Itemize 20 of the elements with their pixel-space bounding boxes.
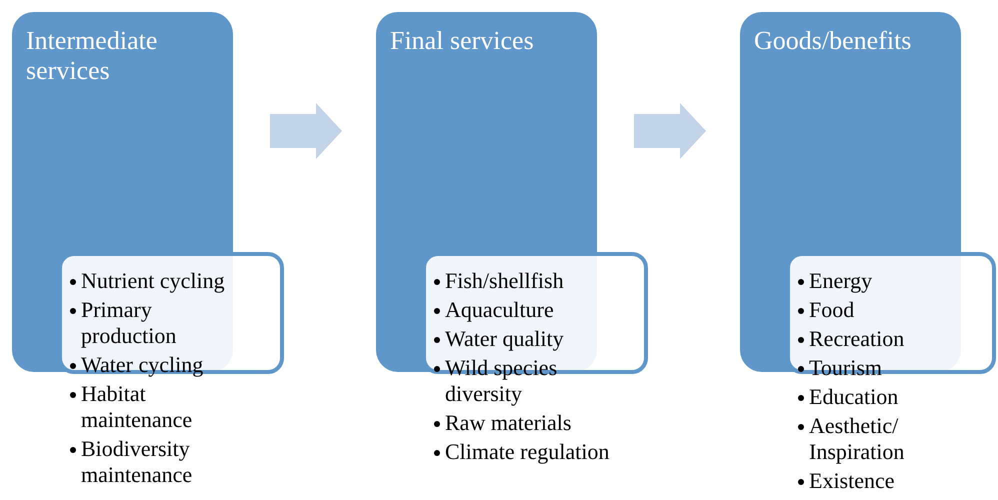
arrow [270,103,342,159]
list-item: Habitat maintenance [81,381,194,433]
list-item: Climate regulation [445,439,610,465]
category-heading: Intermediate services [26,26,158,86]
list-item: Raw materials [445,410,572,436]
category-heading: Final services [390,26,535,56]
list-item: Energy [809,268,874,294]
list-item: Aquaculture [445,297,555,323]
list-item: Biodiversity maintenance [81,436,194,488]
list-item: Nutrient cycling [81,268,226,294]
list-item: Education [809,384,900,410]
list-item: Aesthetic/ Inspiration [809,413,906,465]
arrow [634,103,706,159]
list-item: Recreation [809,326,906,352]
list-item: Primary production [81,297,178,349]
list-item: Water quality [445,326,565,352]
list-item: Food [809,297,856,323]
list-item: Existence [809,468,896,494]
category-heading: Goods/benefits [754,26,912,56]
list-item: Fish/shellfish [445,268,565,294]
